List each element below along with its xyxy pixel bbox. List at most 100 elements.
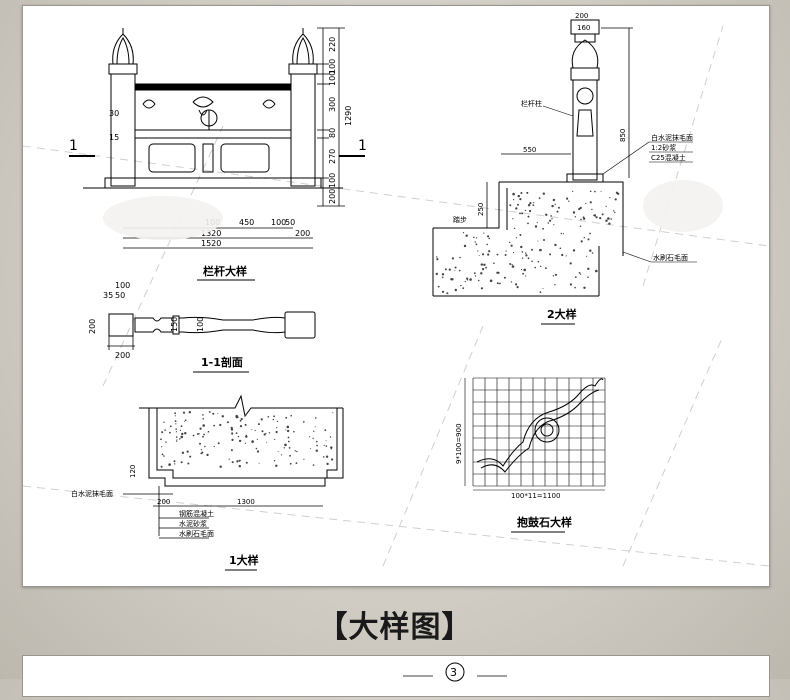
hatch-dot bbox=[285, 429, 287, 431]
hatch-dot bbox=[572, 211, 576, 214]
dim-label: 1290 bbox=[344, 106, 353, 126]
hatch-dot bbox=[236, 460, 239, 463]
dim-label: 200 bbox=[328, 189, 337, 204]
dim-label: 160 bbox=[577, 24, 590, 32]
dim-label: 200 bbox=[575, 12, 588, 20]
hatch-dot bbox=[549, 219, 552, 222]
dim-label: 100 bbox=[196, 317, 205, 332]
hatch-dot bbox=[212, 412, 215, 415]
hatch-dot bbox=[511, 264, 513, 266]
hatch-dot bbox=[332, 412, 334, 414]
hatch-dot bbox=[199, 428, 202, 430]
hatch-dot bbox=[489, 279, 493, 283]
hatch-dot bbox=[480, 263, 483, 266]
hatch-dot bbox=[574, 286, 576, 289]
hatch-dot bbox=[545, 267, 547, 270]
hatch-dot bbox=[587, 238, 590, 241]
section-mark-left: 1 bbox=[69, 138, 78, 154]
hatch-dot bbox=[256, 438, 258, 440]
hatch-dot bbox=[512, 192, 515, 196]
hatch-dot bbox=[174, 420, 177, 422]
hatch-dot bbox=[312, 464, 315, 466]
dim-label: 35 bbox=[103, 291, 113, 300]
hatch-dot bbox=[316, 444, 318, 447]
hatch-dot bbox=[595, 216, 598, 219]
hatch-dot bbox=[523, 268, 526, 272]
hatch-dot bbox=[174, 463, 176, 465]
hatch-dot bbox=[169, 431, 171, 434]
hatch-dot bbox=[287, 436, 290, 439]
hatch-dot bbox=[512, 251, 515, 254]
hatch-dot bbox=[509, 263, 512, 265]
hatch-dot bbox=[314, 426, 316, 428]
hatch-dot bbox=[179, 429, 181, 431]
hatch-dot bbox=[475, 243, 478, 246]
hatch-dot bbox=[466, 277, 469, 280]
hatch-dot bbox=[521, 251, 524, 253]
hatch-dot bbox=[267, 416, 270, 418]
hatch-dot bbox=[175, 436, 178, 438]
hatch-dot bbox=[265, 432, 267, 435]
dim-label: 250 bbox=[477, 203, 485, 216]
dim-label: 120 bbox=[129, 465, 137, 478]
dim-label: 100 bbox=[271, 218, 286, 227]
hatch-dot bbox=[441, 276, 444, 279]
hatch-dot bbox=[532, 204, 535, 207]
hatch-dot bbox=[260, 418, 263, 421]
railing-title: 栏杆大样 bbox=[203, 264, 247, 278]
hatch-dot bbox=[531, 260, 533, 263]
hatch-dot bbox=[561, 253, 564, 257]
hatch-dot bbox=[533, 202, 535, 204]
hatch-dot bbox=[274, 438, 276, 441]
hatch-dot bbox=[226, 421, 229, 424]
dim-label: 1520 bbox=[201, 239, 221, 248]
hatch-dot bbox=[266, 441, 268, 443]
hatch-dot bbox=[554, 273, 558, 276]
hatch-dot bbox=[585, 202, 587, 205]
hatch-dot bbox=[496, 253, 499, 256]
hatch-dot bbox=[552, 198, 556, 202]
hatch-dot bbox=[562, 233, 565, 235]
hatch-dot bbox=[587, 267, 590, 270]
hatch-dot bbox=[613, 210, 615, 212]
hatch-dot bbox=[160, 465, 163, 468]
hatch-dot bbox=[239, 425, 243, 428]
hatch-dot bbox=[557, 206, 560, 209]
hatch-dot bbox=[219, 465, 222, 468]
hatch-dot bbox=[322, 456, 325, 458]
hatch-dot bbox=[309, 448, 311, 450]
hatch-dot bbox=[255, 447, 258, 450]
detail-1-leaders bbox=[123, 486, 323, 539]
hatch-dot bbox=[330, 446, 333, 449]
hatch-dot bbox=[228, 458, 230, 460]
hatch-dot bbox=[436, 258, 439, 261]
hatch-dot bbox=[572, 190, 574, 192]
hatch-dot bbox=[504, 254, 507, 256]
hatch-dot bbox=[516, 286, 519, 289]
hatch-dot bbox=[465, 234, 468, 237]
hatch-dot bbox=[580, 218, 582, 221]
hatch-dot bbox=[482, 268, 485, 271]
hatch-dot bbox=[435, 272, 438, 276]
hatch-dot bbox=[600, 191, 602, 192]
hatch-dot bbox=[615, 191, 619, 194]
hatch-dot bbox=[553, 224, 555, 226]
hatch-dot bbox=[277, 451, 279, 453]
hatch-dot bbox=[485, 266, 487, 269]
hatch-dot bbox=[181, 432, 184, 436]
hatch-dot bbox=[487, 253, 490, 256]
hatch-dot bbox=[586, 255, 588, 257]
hatch-dot bbox=[331, 458, 334, 461]
hatch-dot bbox=[309, 436, 311, 438]
hatch-dot bbox=[543, 239, 545, 241]
hatch-dot bbox=[526, 191, 529, 194]
hatch-dot bbox=[510, 281, 513, 283]
hatch-dot bbox=[206, 453, 209, 457]
hatch-dot bbox=[539, 291, 542, 294]
hatch-dot bbox=[208, 411, 211, 413]
hatch-dot bbox=[614, 198, 617, 201]
hatch-dot bbox=[296, 450, 298, 453]
hatch-dot bbox=[614, 211, 616, 214]
hatch-dot bbox=[202, 418, 204, 420]
hatch-dot bbox=[169, 425, 172, 428]
